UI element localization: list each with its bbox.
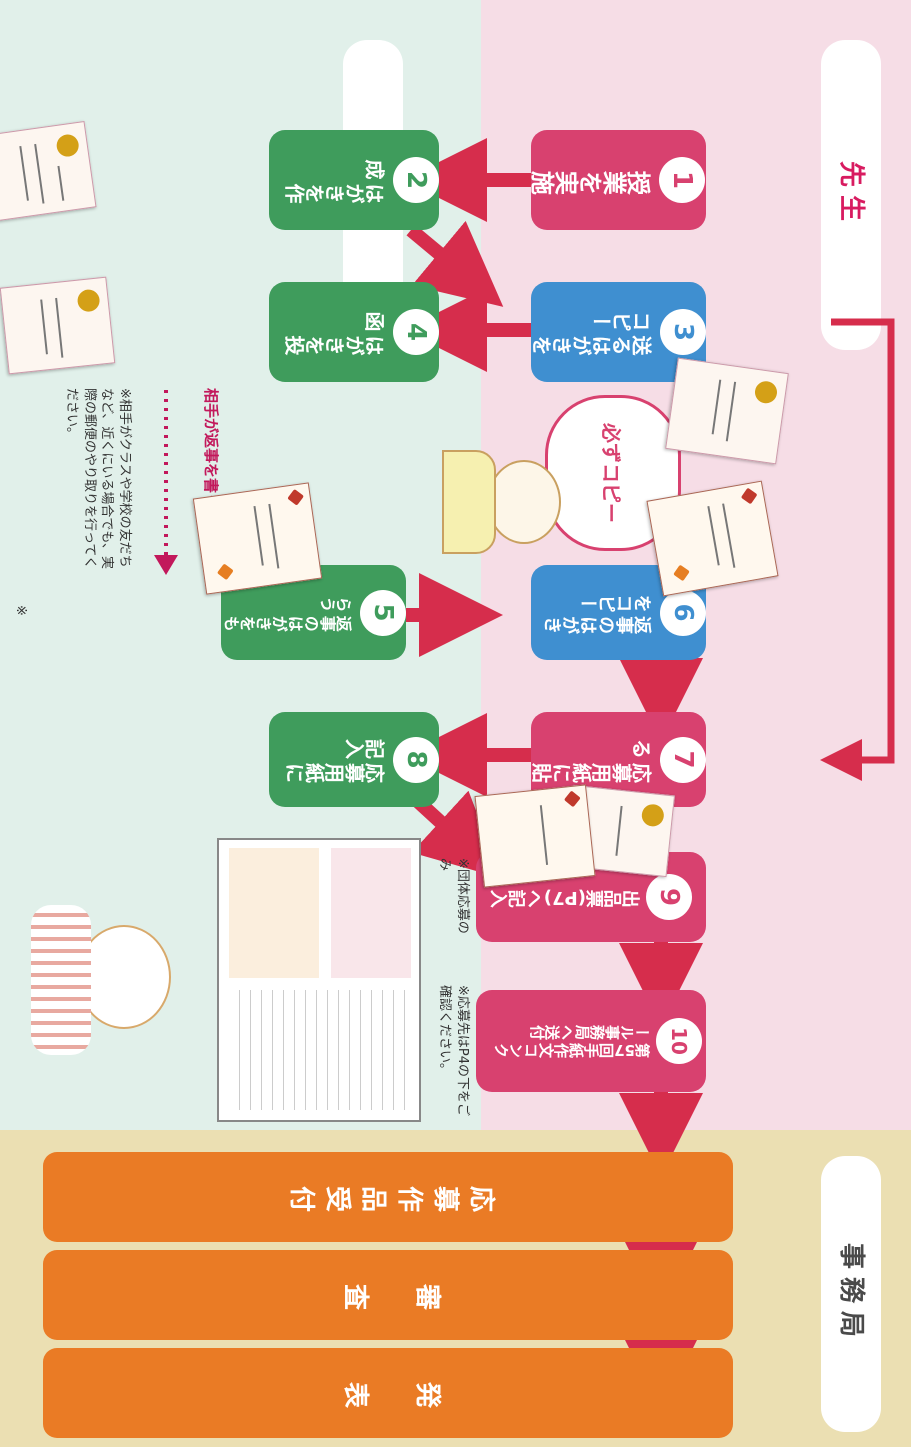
step-2: 2 はがきを作成 xyxy=(269,130,439,230)
office-step-label: 応募作品受付 xyxy=(280,1181,496,1212)
step-4: 4 はがきを投函 xyxy=(269,282,439,382)
postcard-image xyxy=(665,357,789,465)
step5-mark: ※ xyxy=(13,605,28,616)
step-label: はがきを投函 xyxy=(285,308,385,356)
step-10: 10 第57回手紙作文コンクール事務局へ送付 xyxy=(476,990,706,1092)
arrow-2-3 xyxy=(406,220,504,307)
office-step-label: 審 査 xyxy=(334,1279,442,1310)
step-number: 10 xyxy=(656,1018,702,1064)
step-number: 4 xyxy=(393,309,439,355)
step-label: 返事のはがきをもらう xyxy=(224,593,352,632)
step-number: 6 xyxy=(660,589,706,636)
step-number: 7 xyxy=(660,736,706,783)
reply-postcard-image xyxy=(192,482,323,595)
step-1: 1 授業を実施 xyxy=(531,130,706,230)
postcard-image xyxy=(0,276,116,375)
application-form-image xyxy=(217,838,421,1122)
office-step-label: 発 表 xyxy=(334,1377,442,1408)
step-number: 5 xyxy=(360,589,406,636)
step-label: 応募用紙に記入 xyxy=(285,735,385,784)
reply-note: ※相手がクラスや学校の友だちなど、近くにいる場合でも、実際の郵便のやり取りを行っ… xyxy=(64,388,132,569)
speech-text: 必ずコピー xyxy=(599,423,624,523)
step-8: 8 応募用紙に記入 xyxy=(269,712,439,807)
office-step-announce: 発 表 xyxy=(43,1348,733,1438)
step-number: 1 xyxy=(659,157,706,203)
step-label: 返事のはがきをコピー xyxy=(544,591,652,635)
step-number: 3 xyxy=(660,309,706,355)
step-number: 9 xyxy=(646,874,693,920)
reply-arrow-head xyxy=(154,555,178,575)
step-label: 授業を実施 xyxy=(531,166,652,195)
group-only-note: ※団体応募のみ xyxy=(437,858,470,934)
step-label: 出品票(P7)へ記入 xyxy=(489,886,641,908)
step-number: 8 xyxy=(393,736,439,783)
student-illustration xyxy=(21,885,191,1085)
postcard-image xyxy=(0,120,97,223)
office-step-receive: 応募作品受付 xyxy=(43,1152,733,1242)
arrow-3-7-bypass xyxy=(820,318,895,781)
step-label: 応募用紙に貼る xyxy=(532,735,652,784)
address-note: ※応募先はP4の下をご確認ください。 xyxy=(437,985,470,1117)
step-number: 2 xyxy=(393,157,439,203)
step-label: 第57回手紙作文コンクール事務局へ送付 xyxy=(494,1023,650,1059)
teacher-illustration xyxy=(442,440,561,560)
reply-postcard-image xyxy=(474,784,596,888)
office-step-review: 審 査 xyxy=(43,1250,733,1340)
reply-postcard-image xyxy=(646,480,779,597)
step-label: はがきを作成 xyxy=(285,156,385,204)
step-label: 送るはがきをコピー xyxy=(532,308,652,356)
